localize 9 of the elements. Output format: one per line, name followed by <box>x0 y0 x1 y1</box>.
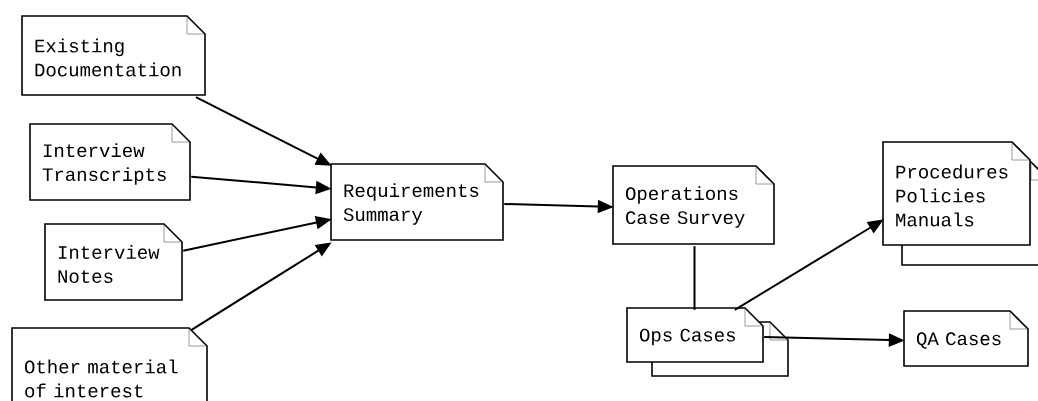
document-box: Other material of interest <box>11 327 208 401</box>
document-box: Requirements Summary <box>330 163 504 241</box>
document-box: QA Cases <box>903 310 1029 367</box>
document-stack: Ops Cases <box>626 307 789 377</box>
document-box: Existing Documentation <box>21 15 206 96</box>
document-stack: Procedures Policies Manuals <box>882 141 1038 266</box>
document-box: Operations Case Survey <box>612 165 775 245</box>
document-box: Interview Notes <box>44 223 183 301</box>
document-box: Interview Transcripts <box>29 123 191 201</box>
